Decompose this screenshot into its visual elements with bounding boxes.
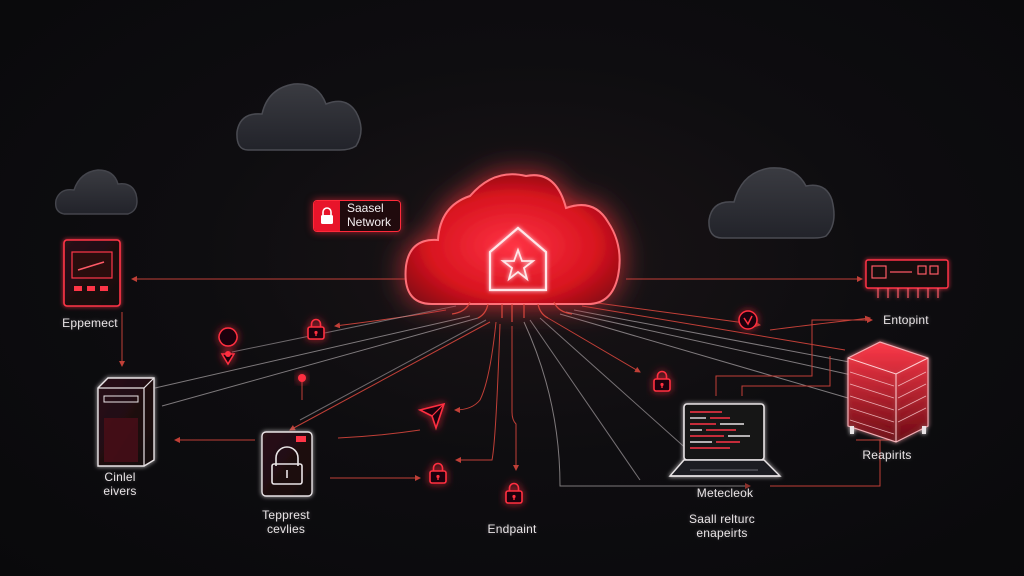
lock-icon [429,462,447,484]
rack-server-icon [847,341,929,443]
node-label-endpoint-right: Entopint [883,313,929,327]
grey-cloud-icon [708,167,835,239]
network-badge-line2: Network [347,214,392,229]
node-dot [298,374,306,382]
grey-cloud-icon [236,83,362,151]
connection-lines [119,276,890,489]
lock-icon [307,318,325,340]
shield-badge-icon [738,310,758,330]
node-label-line: enapeirts [696,526,748,540]
equipment-device-icon [63,239,121,307]
node-label-endpoint-bottom: Endpaint [487,522,537,536]
node-label-line: eivers [103,484,137,498]
grey-cloud-icon [54,169,138,215]
secure-device-icon [261,431,313,497]
node-label-devices: Tepprest cevlies [262,508,310,536]
shield-badge-icon [218,327,238,366]
node-label-small-endpoints: Saall relturc enapeirts [689,512,755,540]
home-star-icon [488,226,548,292]
lock-icon [505,482,523,504]
node-label-laptop: Metecleok [696,486,754,500]
node-label-line: Tepprest [262,508,310,522]
cloud-tendrils [451,301,573,322]
node-label-line: Cinlel [104,470,136,484]
node-label-line: cevlies [266,522,306,536]
node-label-equipment: Eppemect [62,316,118,330]
endpoint-panel-icon [865,259,949,298]
send-arrow-icon [417,402,446,431]
node-label-line: Saall relturc [689,512,755,526]
server-tower-icon [97,377,155,467]
network-badge-line1: Saasel [347,201,384,215]
main-cloud-icon [404,173,621,305]
network-badge: Saasel Network [313,200,401,232]
node-label-left-servers: Cinlel eivers [103,470,136,498]
lock-icon [314,201,340,231]
node-label-rack: Reapirits [862,448,912,462]
laptop-icon [668,403,782,477]
lock-icon [653,370,671,392]
